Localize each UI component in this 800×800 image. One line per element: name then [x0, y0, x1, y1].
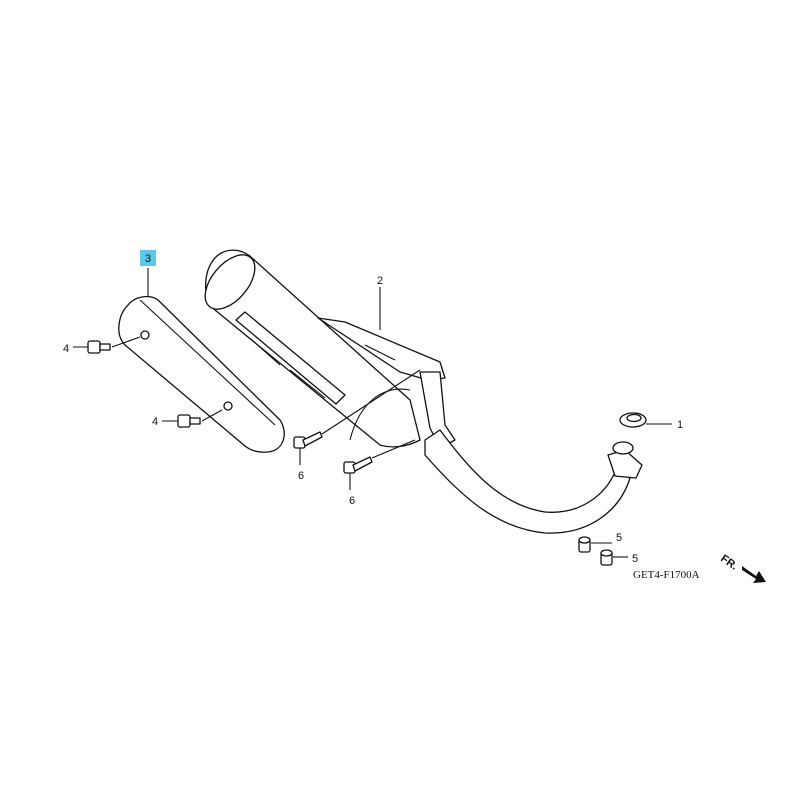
callout-3-highlight — [140, 250, 156, 266]
nut-5a[interactable] — [578, 536, 591, 553]
heat-shield[interactable] — [118, 295, 285, 453]
direction-label: FR. — [718, 553, 739, 573]
callout-5a[interactable]: 5 — [616, 532, 622, 544]
front-direction-arrow-icon: FR. — [718, 553, 766, 583]
leader-lines — [73, 268, 672, 558]
callout-4b[interactable]: 4 — [152, 416, 158, 428]
gasket[interactable] — [619, 412, 647, 428]
callout-2[interactable]: 2 — [377, 275, 383, 287]
callout-3[interactable]: 3 — [145, 253, 151, 265]
callout-5b[interactable]: 5 — [632, 553, 638, 565]
bolt-6a[interactable] — [293, 431, 323, 449]
diagram-code: GET4-F1700A — [633, 569, 700, 581]
callout-6a[interactable]: 6 — [298, 470, 304, 482]
callout-1[interactable]: 1 — [677, 419, 683, 431]
exhaust-pipe[interactable] — [424, 429, 643, 534]
callout-4a[interactable]: 4 — [63, 343, 69, 355]
callout-6b[interactable]: 6 — [349, 495, 355, 507]
bolt-4a[interactable] — [87, 340, 111, 354]
muffler[interactable] — [196, 246, 456, 449]
bolt-4b[interactable] — [177, 414, 201, 428]
bolt-6b[interactable] — [343, 456, 373, 474]
nut-5b[interactable] — [600, 549, 613, 566]
